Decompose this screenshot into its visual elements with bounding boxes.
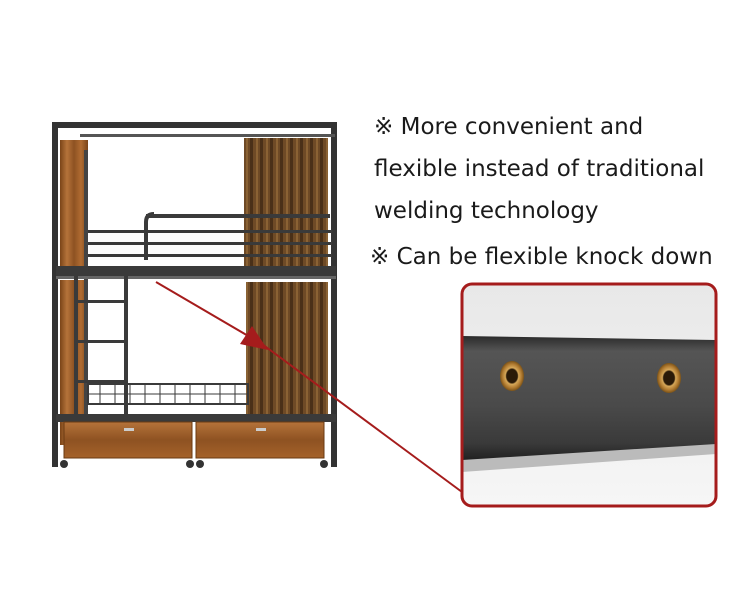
feature-1-line-3: welding technology: [374, 198, 599, 224]
feature-note-2: ※ Can be flexible knock down: [370, 236, 713, 278]
guard-rail-hoop: [144, 212, 155, 260]
caster-4: [320, 460, 328, 468]
guard-rail-bar-3: [88, 254, 332, 257]
reference-mark-icon: ※: [370, 244, 390, 270]
caster-2: [186, 460, 194, 468]
guard-rail-top: [146, 214, 330, 218]
upper-curtain: [244, 138, 328, 268]
top-rail: [52, 122, 337, 128]
caster-3: [196, 460, 204, 468]
guard-rail-bar-2: [88, 242, 332, 245]
detail-frame: [460, 282, 718, 508]
guard-rail-bar-1: [88, 230, 332, 233]
left-wood-panel-upper: [60, 140, 88, 270]
steel-tube: [462, 336, 716, 462]
frame-post-left: [52, 122, 58, 467]
upper-bunk-beam: [56, 266, 336, 276]
ladder-rail-left: [74, 272, 78, 420]
grommet-left: [500, 361, 524, 391]
top-rail-back: [80, 134, 335, 137]
reference-mark-icon: ※: [374, 114, 394, 140]
lower-bunk-beam: [56, 414, 336, 422]
caster-1: [60, 460, 68, 468]
lower-curtain: [246, 282, 328, 420]
grommet-right: [657, 363, 681, 393]
feature-2-line-1: Can be flexible knock down: [396, 244, 713, 270]
feature-1-line-2: flexible instead of traditional: [374, 156, 705, 182]
feature-1-line-1: More convenient and: [400, 114, 644, 140]
ladder-rail-right: [124, 272, 128, 420]
feature-note-1: ※ More convenient and flexible instead of…: [374, 106, 704, 232]
detail-callout-arrow: [155, 281, 463, 493]
frame-post-right: [331, 122, 337, 467]
